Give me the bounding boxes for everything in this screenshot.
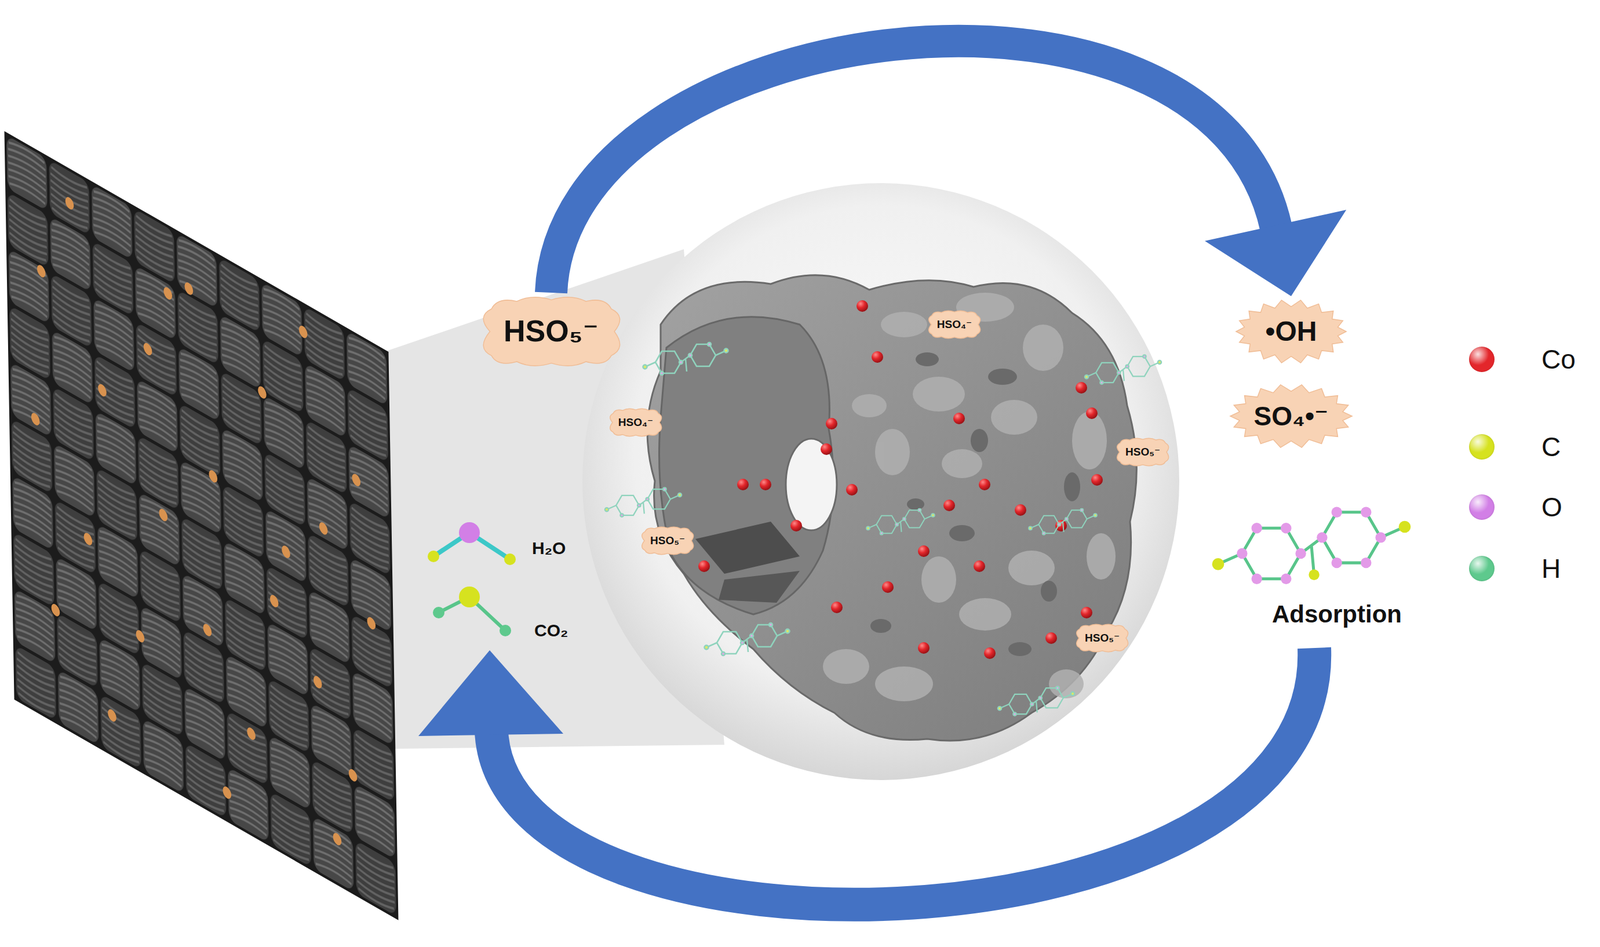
node-text: HSO₅⁻	[1084, 632, 1120, 645]
ion-cloud: HSO₅⁻	[638, 525, 697, 556]
cycle-arrow	[551, 41, 1347, 297]
radical-burst: SO₄•⁻	[1230, 384, 1352, 448]
node-text: HSO₅⁻	[1125, 446, 1161, 459]
ion-cloud: HSO₅⁻	[1073, 622, 1132, 654]
ion-cloud: HSO₄⁻	[925, 309, 984, 340]
node-text: HSO₅⁻	[503, 314, 599, 348]
legend-text: C	[1541, 431, 1561, 463]
water-molecule	[427, 522, 516, 566]
node-text: HSO₅⁻	[650, 534, 685, 548]
ion-cloud: HSO₅⁻	[1113, 436, 1172, 468]
node-text: HSO₄⁻	[618, 416, 654, 429]
node-text: SO₄•⁻	[1254, 401, 1329, 432]
legend-text: H	[1541, 553, 1561, 585]
ion-cloud: HSO₄⁻	[606, 407, 665, 438]
legend-swatch	[1469, 494, 1495, 520]
zoom-circle	[582, 183, 1180, 781]
molecule-sketch	[604, 342, 1162, 716]
molecule-label: CO₂	[534, 620, 568, 641]
legend-text: O	[1541, 491, 1563, 523]
reactant-cloud: HSO₅⁻	[474, 293, 629, 370]
radical-burst: •OH	[1236, 299, 1347, 364]
woven-panel	[5, 132, 398, 919]
node-text: •OH	[1265, 316, 1318, 348]
molecule-label: H₂O	[531, 538, 566, 559]
legend-swatch	[1469, 346, 1495, 373]
porous-carbon	[647, 275, 1137, 741]
legend-swatch	[1469, 555, 1495, 582]
pollutant-molecule	[1212, 507, 1412, 585]
process-label: Adsorption	[1272, 600, 1402, 629]
arrow-shaft	[551, 41, 1277, 293]
legend-text: Co	[1541, 344, 1576, 375]
node-text: HSO₄⁻	[937, 318, 972, 331]
cycle-arrow	[418, 647, 1315, 905]
co2-molecule	[432, 586, 512, 637]
arrow-head	[1204, 209, 1347, 297]
legend-swatch	[1469, 434, 1495, 460]
